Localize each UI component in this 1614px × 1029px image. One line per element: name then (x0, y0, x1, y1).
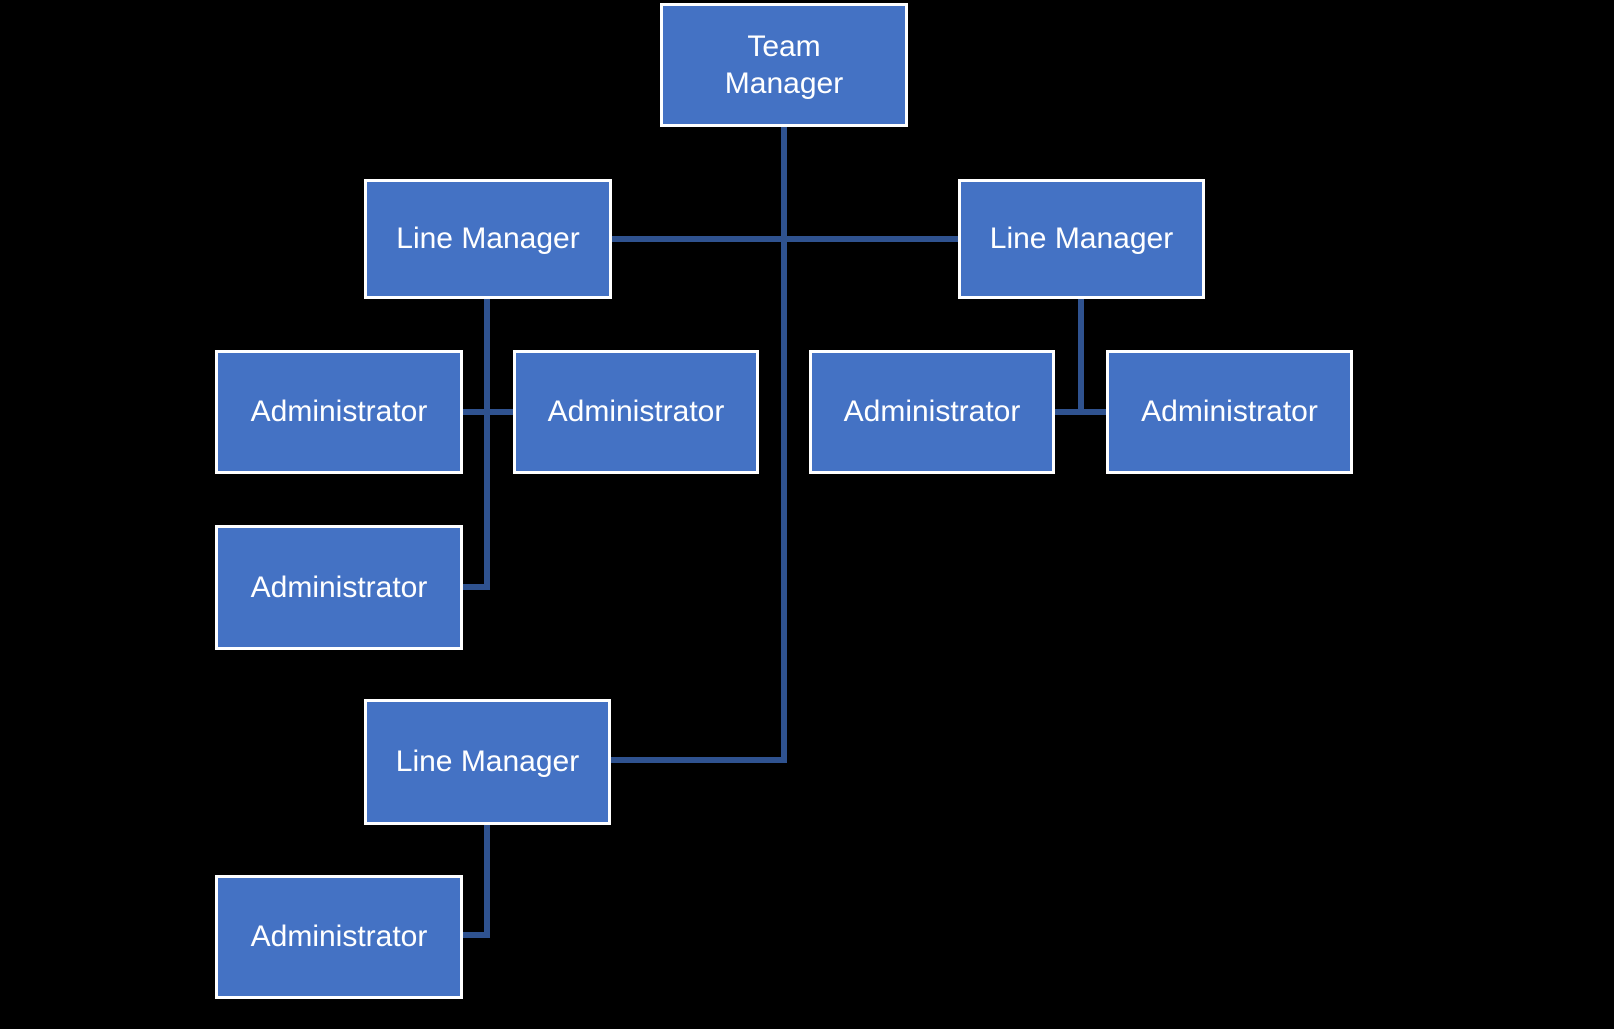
org-node-label: Line Manager (396, 222, 580, 256)
org-node-team-manager: Team Manager (660, 3, 908, 127)
connector-top-horizontal (612, 236, 958, 242)
org-node-label: Line Manager (395, 745, 580, 779)
org-node-administrator-right-2: Administrator (1106, 350, 1353, 474)
connector-left-lm-vertical (484, 299, 490, 590)
org-node-administrator-left-3: Administrator (215, 525, 463, 650)
org-node-label: Administrator (547, 395, 725, 429)
org-node-line-manager-bottom: Line Manager (364, 699, 611, 825)
connector-bottom-lm-vertical (484, 825, 490, 938)
org-node-administrator-bottom: Administrator (215, 875, 463, 999)
connector-trunk-vertical (781, 127, 787, 763)
org-node-administrator-right-1: Administrator (809, 350, 1055, 474)
org-node-label: Administrator (1141, 395, 1318, 429)
org-node-line-manager-right: Line Manager (958, 179, 1205, 299)
org-node-label: Administrator (250, 920, 428, 954)
org-node-label: Line Manager (989, 222, 1174, 256)
org-node-administrator-left-2: Administrator (513, 350, 759, 474)
org-node-label: Administrator (250, 395, 428, 429)
org-node-administrator-left-1: Administrator (215, 350, 463, 474)
connector-left-admin3-horizontal (463, 584, 490, 590)
org-node-line-manager-left: Line Manager (364, 179, 612, 299)
org-node-label: Team Manager (724, 29, 844, 101)
connector-left-admin-horizontal (463, 409, 513, 415)
connector-right-lm-vertical (1078, 299, 1084, 415)
org-node-label: Administrator (843, 395, 1021, 429)
connector-bottom-lm-horizontal (611, 757, 787, 763)
connector-bottom-admin-horizontal (463, 932, 490, 938)
connector-right-admin-horizontal (1055, 409, 1106, 415)
org-node-label: Administrator (250, 570, 428, 604)
